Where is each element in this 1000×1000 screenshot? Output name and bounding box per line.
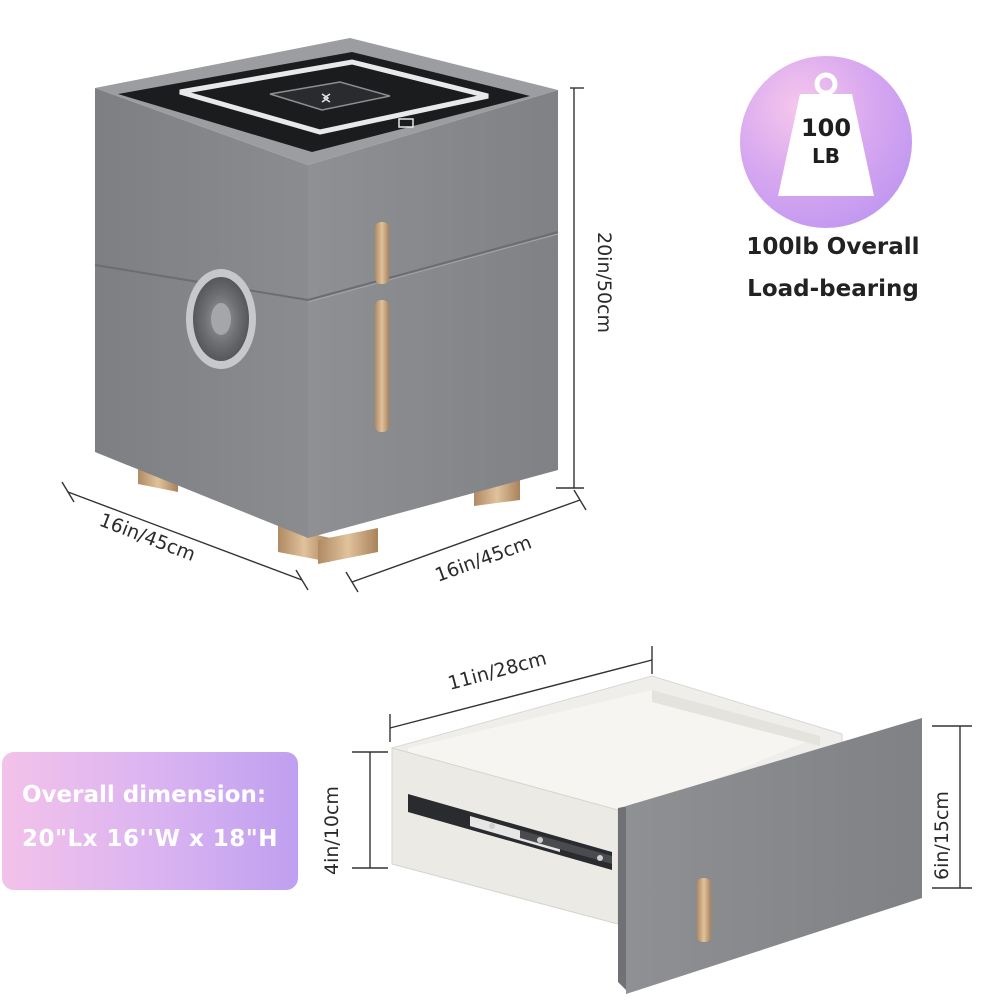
drawer-handle-bottom <box>375 300 389 432</box>
load-line-2: Load-bearing <box>747 276 919 302</box>
load-bearing-text: 100lb Overall Load-bearing <box>720 226 946 310</box>
led-ring <box>179 59 489 135</box>
drawer-seam <box>94 231 559 302</box>
drawer-slide-rail <box>408 794 612 870</box>
drawer-front-handle <box>697 878 711 942</box>
drawer-front-height-label: 6in/15cm <box>931 791 953 880</box>
overall-dimension-title: Overall dimension: <box>22 782 267 808</box>
leg-front-right <box>318 528 378 564</box>
cabinet-front <box>308 90 558 538</box>
width-label: 16in/45cm <box>432 531 534 586</box>
battery-icon <box>398 118 414 128</box>
drawer-interior-back <box>652 690 820 746</box>
overall-dimension-value: 20"Lx 16''W x 18"H <box>22 826 279 852</box>
drawer-height-dimension <box>352 751 388 869</box>
load-line-1: 100lb Overall <box>746 234 920 260</box>
width-dimension <box>345 489 587 593</box>
depth-dimension <box>61 481 309 591</box>
height-label: 20in/50cm <box>593 232 615 333</box>
charge-icon <box>321 93 331 103</box>
weight-icon <box>778 72 874 196</box>
drawer-seam-highlight <box>307 233 559 303</box>
overall-dimension-box: Overall dimension: 20"Lx 16''W x 18"H <box>2 752 298 890</box>
badge-number: 100 <box>800 114 852 142</box>
nightstand <box>94 38 559 564</box>
height-dimension <box>556 87 584 489</box>
drawer-width-dimension <box>389 646 653 742</box>
wireless-charger-pad <box>269 81 391 111</box>
drawer <box>391 675 922 994</box>
drawer-front-height-dimension <box>932 725 972 889</box>
depth-label: 16in/45cm <box>96 509 198 566</box>
load-badge: 100 LB <box>740 56 912 228</box>
drawer-width-label: 11in/28cm <box>446 647 549 694</box>
drawer-handle-top <box>375 222 389 284</box>
drawer-front-side <box>618 806 628 992</box>
speaker <box>186 269 256 369</box>
badge-unit: LB <box>812 144 840 168</box>
drawer-height-label: 4in/10cm <box>321 786 343 875</box>
